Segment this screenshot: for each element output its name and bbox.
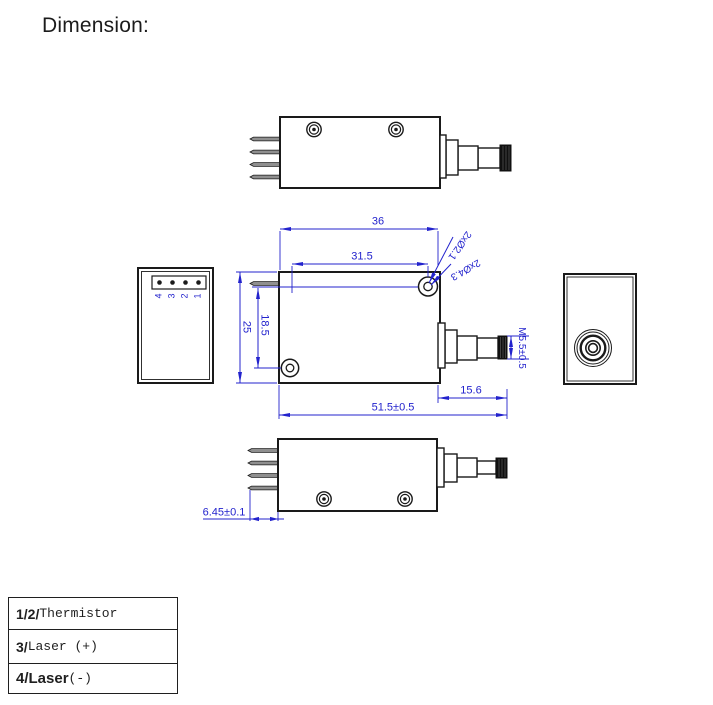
bottom-view [247,438,508,512]
main-view [249,271,508,384]
pin [249,149,282,155]
pin-id: 1/2/ [16,605,40,622]
pin [249,174,282,180]
pin [249,136,282,142]
pin [249,281,281,286]
pin-number-4: 4 [153,293,164,299]
back-view [563,273,637,385]
dim-label-pin-protrusion: 6.45±0.1 [202,506,246,519]
pin-signal: (-) [68,671,92,686]
pin [249,162,282,167]
pin-hole [157,280,162,285]
pin-signal: Thermistor [39,606,118,621]
dim-label-hole-spacing-h: 31.5 [351,250,373,263]
mounting-hole [280,358,300,378]
back-view-body [563,273,637,385]
screw [388,121,404,138]
bottom-view-body [277,438,438,512]
mounting-hole [417,276,439,297]
table-row: 4/Laser(-) [9,664,177,693]
pin-hole [170,280,175,285]
dim-label-nose-length: 15.6 [460,384,482,397]
pin-number-1: 1 [192,293,203,299]
leader-thru-holes [428,236,454,284]
screw [306,121,322,138]
dim-label-hole-offset-v: 18.5 [258,314,271,336]
dim-label-thread: M5.5±0.5 [516,327,527,369]
table-row: 3/Laser (+) [9,630,177,664]
dim-label-overall-length: 51.5±0.5 [371,401,415,414]
pin-number-3: 3 [166,293,177,299]
pin-header [151,275,207,290]
fiber-connector [439,134,512,179]
pin-id: 3/ [16,638,28,655]
knurled-cap [497,335,508,360]
top-view-body [279,116,441,189]
dimension-lines [203,227,529,522]
fiber-connector [437,322,508,369]
pin [247,473,280,478]
pin-number-2: 2 [179,293,190,299]
pin [247,448,280,453]
leader-cbore-holes [430,263,452,286]
pin-hole [196,280,201,285]
pin-signal: Laser (+) [27,639,98,654]
pin [247,460,280,466]
pin-hole [183,280,188,285]
front-view [137,267,214,384]
screw [397,491,413,507]
main-view-body [278,271,441,384]
pin-id: 4/Laser [16,670,69,687]
fiber-connector [436,447,508,488]
screw [316,491,332,507]
pin [247,485,280,491]
page-title: Dimension: [42,14,150,37]
dim-label-body-width: 36 [371,215,385,228]
pin-function-table: 1/2/Thermistor 3/Laser (+) 4/Laser(-) [8,597,178,694]
knurled-cap [495,457,508,479]
top-view [249,116,512,189]
knurled-cap [499,144,512,172]
dim-label-body-depth: 25 [240,320,253,334]
aperture-rings [574,329,612,367]
table-row: 1/2/Thermistor [9,598,177,630]
